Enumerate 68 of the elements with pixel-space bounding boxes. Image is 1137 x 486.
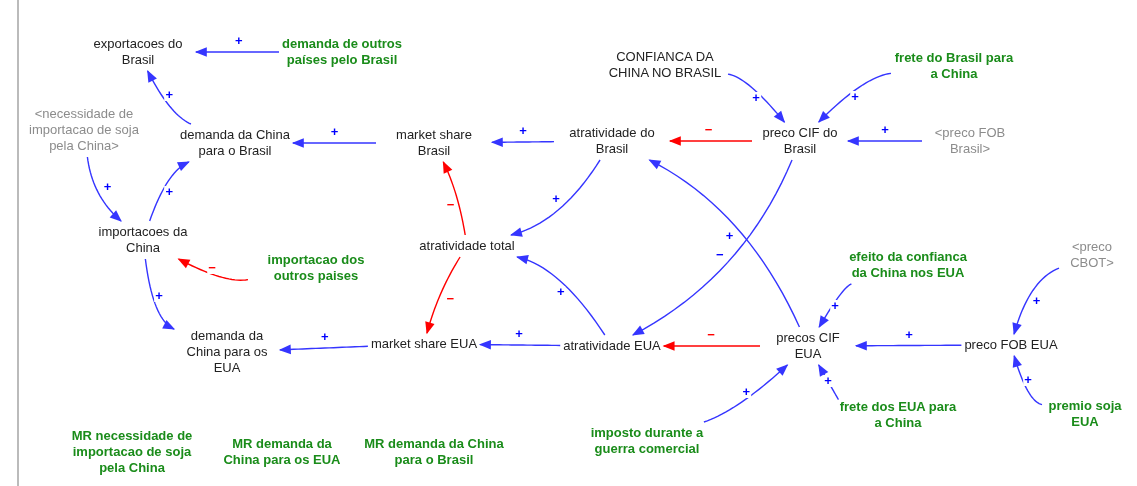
- causal-link-arrow: [846, 136, 923, 146]
- variable-label: <preco FOB Brasil>: [933, 125, 1007, 157]
- variable-label: demanda de outros países pelo Brasil: [282, 36, 402, 68]
- variable-label: demanda da China para o Brasil: [180, 127, 290, 159]
- causal-link-arrow: [727, 73, 786, 123]
- variable-label: market share EUA: [370, 336, 478, 352]
- variable-label: atratividade EUA: [563, 338, 661, 354]
- causal-link-arrow: [148, 161, 190, 222]
- causal-link-arrow: [490, 137, 555, 148]
- causal-link-arrow: [818, 283, 853, 329]
- causal-link-arrow: [146, 69, 192, 125]
- polarity-sign: +: [741, 386, 752, 399]
- variable-label: importacao dos outros paises: [266, 252, 366, 284]
- polarity-sign: +: [164, 89, 174, 102]
- variable-label: <necessidade de importacao de soja pela China>: [28, 106, 140, 154]
- polarity-sign: +: [518, 125, 528, 137]
- causal-link-arrow: [86, 156, 122, 222]
- causal-link-arrow: [1012, 354, 1043, 406]
- polarity-sign: +: [1031, 294, 1042, 307]
- polarity-sign: +: [724, 229, 735, 242]
- causal-link-arrow: [509, 159, 601, 237]
- variable-label: frete dos EUA para a China: [838, 399, 958, 431]
- polarity-sign: +: [102, 180, 113, 193]
- causal-link-arrow: [144, 258, 176, 330]
- polarity-sign: +: [880, 124, 890, 136]
- polarity-sign: +: [751, 91, 761, 104]
- causal-link-arrow: [648, 159, 801, 328]
- polarity-sign: +: [1023, 373, 1033, 386]
- polarity-sign: +: [830, 300, 840, 313]
- variable-label: frete do Brasil para a China: [894, 50, 1014, 82]
- model-note: MR demanda da China para o Brasil: [364, 436, 504, 468]
- variable-label: imposto durante a guerra comercial: [589, 425, 705, 457]
- model-note: MR demanda da China para os EUA: [222, 436, 342, 468]
- causal-link-arrow: [631, 159, 793, 336]
- causal-link-arrow: [278, 344, 369, 355]
- causal-link-arrow: [425, 256, 461, 335]
- polarity-sign: +: [233, 35, 244, 47]
- model-note: MR necessidade de importacao de soja pela China: [70, 428, 194, 476]
- variable-label: atratividade do Brasil: [568, 125, 656, 157]
- causal-link-arrow: [177, 258, 249, 281]
- causal-link-arrow: [291, 138, 377, 148]
- variable-label: exportacoes do Brasil: [92, 36, 184, 68]
- polarity-sign: +: [823, 375, 833, 388]
- polarity-sign: +: [514, 328, 524, 340]
- variable-label: <preco CBOT>: [1069, 239, 1115, 271]
- causal-link-arrow: [516, 255, 606, 336]
- causal-link-arrow: [442, 160, 466, 236]
- causal-link-arrow: [1012, 267, 1060, 336]
- variable-label: precos CIF EUA: [775, 330, 841, 362]
- polarity-sign: +: [154, 290, 164, 303]
- causal-link-arrow: [194, 47, 280, 57]
- causal-link-arrow: [703, 364, 789, 423]
- causal-link-arrow: [854, 340, 963, 351]
- variable-label: atratividade total: [419, 238, 515, 254]
- variable-label: preco FOB EUA: [964, 337, 1058, 353]
- polarity-sign: +: [329, 126, 340, 138]
- causal-link-arrow: [478, 339, 561, 350]
- polarity-sign: +: [904, 328, 914, 341]
- causal-link-arrow: [668, 136, 753, 146]
- variable-label: demanda da China para os EUA: [185, 328, 269, 376]
- variable-label: CONFIANCA DA CHINA NO BRASIL: [607, 49, 723, 81]
- causal-link-arrow: [662, 341, 761, 351]
- variable-label: premio soja EUA: [1047, 398, 1123, 430]
- variable-label: market share Brasil: [395, 127, 473, 159]
- variable-label: importacoes da China: [97, 224, 189, 256]
- variable-label: efeito da confianca da China nos EUA: [848, 249, 968, 281]
- causal-link-arrow: [817, 72, 892, 123]
- variable-label: preco CIF do Brasil: [761, 125, 839, 157]
